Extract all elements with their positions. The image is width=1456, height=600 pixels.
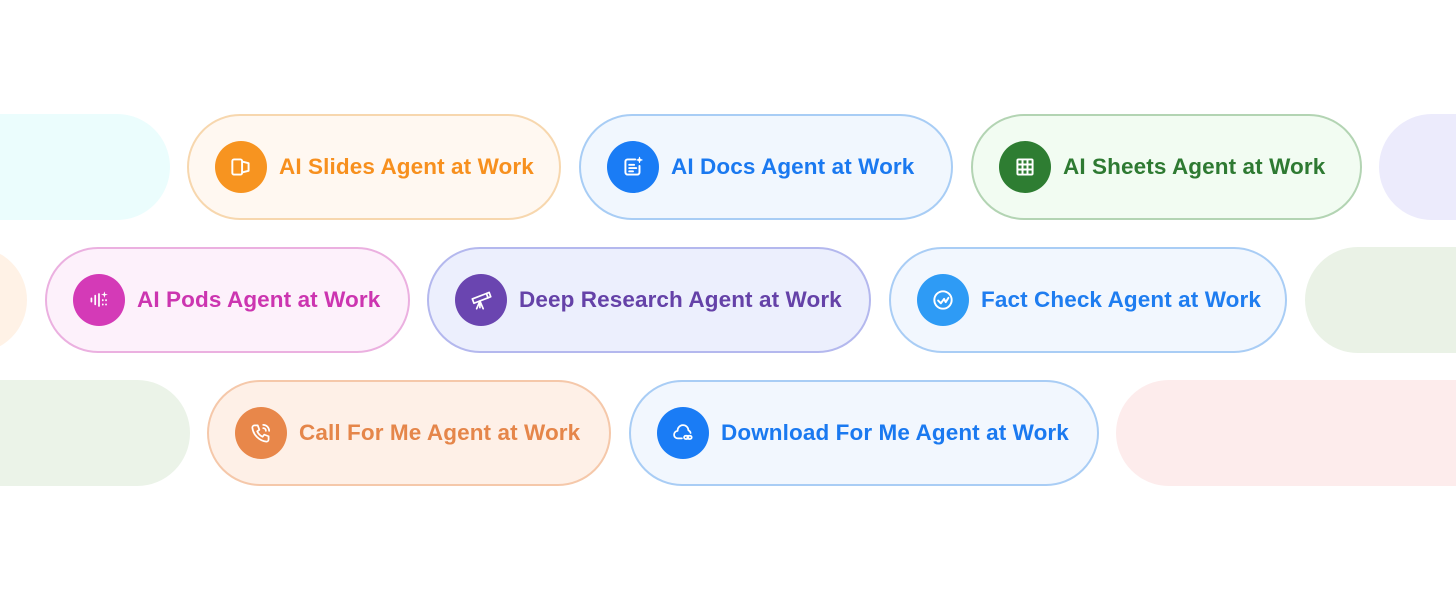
agent-pill-ai-docs[interactable]: AI Docs Agent at Work bbox=[579, 114, 953, 220]
phone-call-icon bbox=[235, 407, 287, 459]
agent-pill-ai-pods[interactable]: AI Pods Agent at Work bbox=[45, 247, 410, 353]
ghost-pill-row3-right bbox=[1116, 380, 1456, 486]
ghost-pill-row2-right bbox=[1305, 247, 1456, 353]
fact-check-icon bbox=[917, 274, 969, 326]
agent-label: Call For Me Agent at Work bbox=[299, 420, 581, 445]
ghost-pill-row2-left bbox=[0, 247, 27, 353]
slides-icon bbox=[215, 141, 267, 193]
agent-label: AI Docs Agent at Work bbox=[671, 154, 915, 179]
agent-pill-download-for-me[interactable]: Download For Me Agent at Work bbox=[629, 380, 1099, 486]
cloud-download-icon bbox=[657, 407, 709, 459]
pods-icon bbox=[73, 274, 125, 326]
docs-icon bbox=[607, 141, 659, 193]
ghost-pill-row1-left bbox=[0, 114, 170, 220]
agent-label: AI Pods Agent at Work bbox=[137, 287, 381, 312]
agent-pill-call-for-me[interactable]: Call For Me Agent at Work bbox=[207, 380, 611, 486]
agent-pill-deep-research[interactable]: Deep Research Agent at Work bbox=[427, 247, 871, 353]
agent-pill-ai-slides[interactable]: AI Slides Agent at Work bbox=[187, 114, 561, 220]
agent-label: AI Sheets Agent at Work bbox=[1063, 154, 1326, 179]
telescope-icon bbox=[455, 274, 507, 326]
sheets-icon bbox=[999, 141, 1051, 193]
agent-label: Deep Research Agent at Work bbox=[519, 287, 842, 312]
agent-label: AI Slides Agent at Work bbox=[279, 154, 534, 179]
agent-pill-ai-sheets[interactable]: AI Sheets Agent at Work bbox=[971, 114, 1362, 220]
agent-label: Fact Check Agent at Work bbox=[981, 287, 1261, 312]
ghost-pill-row3-left bbox=[0, 380, 190, 486]
ghost-pill-row1-right bbox=[1379, 114, 1456, 220]
agent-label: Download For Me Agent at Work bbox=[721, 420, 1069, 445]
agent-pill-fact-check[interactable]: Fact Check Agent at Work bbox=[889, 247, 1287, 353]
